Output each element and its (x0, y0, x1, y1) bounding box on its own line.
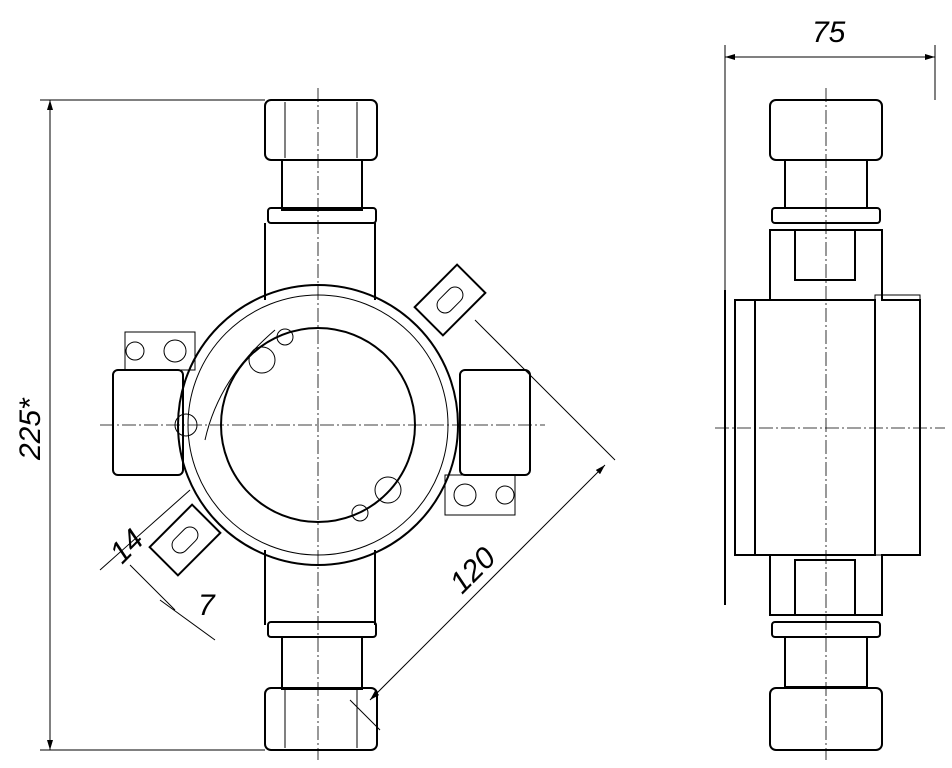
dimension-7: 7 (198, 589, 216, 622)
dimension-120: 120 (444, 541, 503, 600)
side-view (715, 88, 945, 760)
dimension-14: 14 (104, 523, 151, 570)
dimension-75: 75 (812, 16, 846, 49)
front-view (100, 88, 545, 760)
dimension-225: 225* (14, 397, 47, 461)
dimension-lines (40, 45, 936, 751)
